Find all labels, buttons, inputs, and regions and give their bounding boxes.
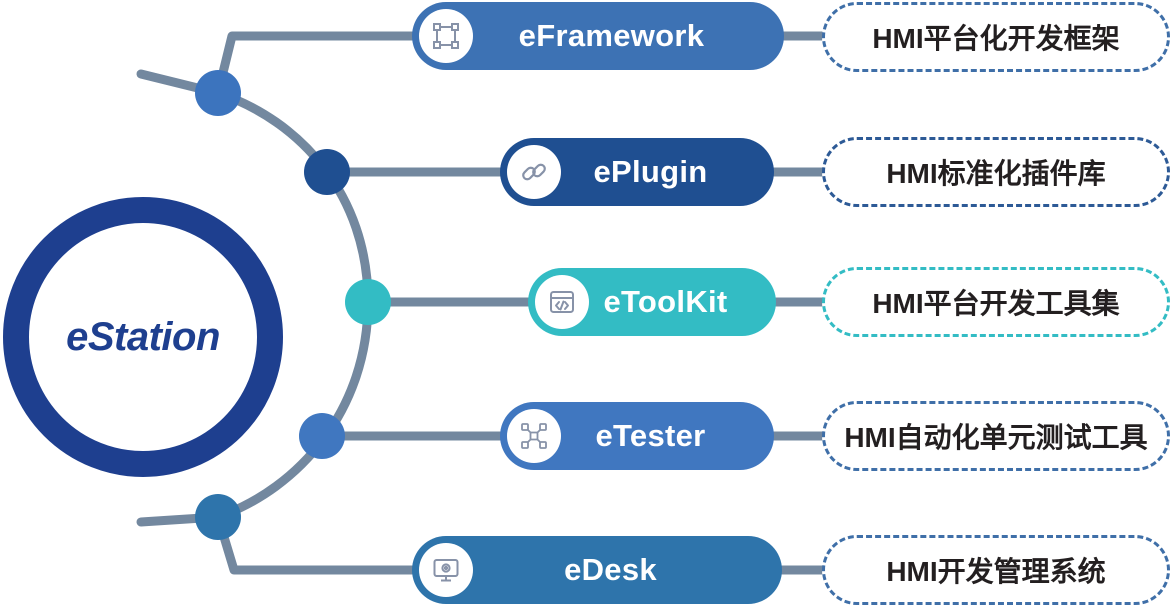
node-label-etester: eTester [595, 418, 706, 453]
hub-circle: eStation [3, 197, 283, 477]
link-chain-icon [507, 145, 561, 199]
node-label-edesk: eDesk [564, 552, 657, 587]
code-window-icon [535, 275, 589, 329]
description-box-etester: HMI自动化单元测试工具 [822, 401, 1170, 471]
node-label-etoolkit: eToolKit [603, 284, 728, 319]
junction-dot-etoolkit[interactable] [345, 279, 391, 325]
junction-dot-edesk[interactable] [195, 494, 241, 540]
node-label-eplugin: ePlugin [593, 154, 708, 189]
network-nodes-icon [507, 409, 561, 463]
node-label-eframework: eFramework [518, 18, 705, 53]
description-box-eplugin: HMI标准化插件库 [822, 137, 1170, 207]
description-text-etester: HMI自动化单元测试工具 [844, 422, 1148, 453]
node-pill-eframework[interactable]: eFramework [412, 2, 784, 70]
node-pill-etester[interactable]: eTester [500, 402, 774, 470]
branch-edesk [213, 512, 417, 575]
junction-dot-etester[interactable] [299, 413, 345, 459]
description-text-eplugin: HMI标准化插件库 [886, 158, 1106, 189]
hub-label: eStation [66, 314, 220, 359]
node-pill-edesk[interactable]: eDesk [412, 536, 782, 604]
description-box-etoolkit: HMI平台开发工具集 [822, 267, 1170, 337]
description-text-etoolkit: HMI平台开发工具集 [872, 288, 1120, 319]
node-pill-etoolkit[interactable]: eToolKit [528, 268, 776, 336]
junction-dot-eplugin[interactable] [304, 149, 350, 195]
junction-dot-eframework[interactable] [195, 70, 241, 116]
description-box-edesk: HMI开发管理系统 [822, 535, 1170, 605]
description-text-eframework: HMI平台化开发框架 [872, 23, 1120, 54]
bounding-box-icon [419, 9, 473, 63]
node-pill-eplugin[interactable]: ePlugin [500, 138, 774, 206]
monitor-gear-icon [419, 543, 473, 597]
branch-eframework [213, 31, 417, 98]
description-box-eframework: HMI平台化开发框架 [822, 2, 1170, 72]
description-text-edesk: HMI开发管理系统 [886, 556, 1106, 587]
